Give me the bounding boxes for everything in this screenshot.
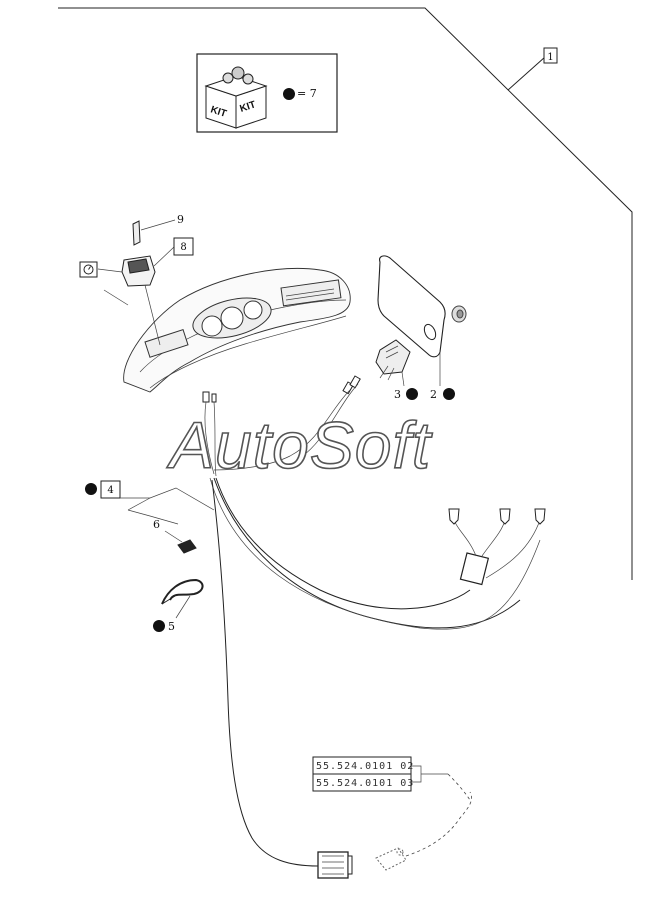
dot-5 [153,620,165,632]
inline-connector [459,552,490,586]
part-9: 9 [132,213,184,246]
wire-harness [202,375,546,867]
instrument-dashboard [103,268,351,393]
callout-5: 5 [168,620,175,633]
callout-9: 9 [177,213,184,226]
dot-4 [85,483,97,495]
bottom-connector [317,851,353,879]
callout-8: 8 [180,242,186,253]
kit-label-left: KIT [209,104,228,119]
part-code-2: 55.524.0101 03 [316,778,414,789]
part-3-connector: 3 [375,339,418,401]
mating-connector [375,791,472,871]
callout-1: 1 [547,52,553,63]
part-8-switch: 8 [121,237,194,287]
part-code-table: 55.524.0101 02 55.524.0101 03 [312,756,471,801]
kit-label-right: KIT [239,99,258,114]
filled-dot-icon [283,88,295,100]
dot-3 [406,388,418,400]
leader-1 [507,56,546,91]
gauge-symbol-icon [79,261,123,278]
kit-quantity: = 7 [297,87,317,100]
callout-3: 3 [394,388,401,401]
callout-box-1 [543,47,558,64]
callout-4: 4 [107,485,113,496]
part-5-cable-tie: 5 [153,578,204,633]
terminal-1 [448,508,460,525]
terminal-3 [534,508,546,525]
part-6-fuse: 6 [127,509,197,554]
kit-legend: KIT KIT = 7 [196,53,338,133]
part-2-plate: 2 [377,255,467,401]
watermark-text: AutoSoft [166,408,433,482]
part-code-1: 55.524.0101 02 [316,761,414,772]
callout-box-8 [173,237,194,256]
terminal-2 [499,508,511,525]
callout-2: 2 [430,388,437,401]
callout-6: 6 [153,518,160,531]
part-code-row-2 [312,773,412,792]
kit-box-icon: KIT KIT [204,66,268,129]
callout-box-4 [100,480,121,499]
dot-2 [443,388,455,400]
assembly-bracket-line [58,7,633,580]
part-4: 4 [85,480,215,511]
